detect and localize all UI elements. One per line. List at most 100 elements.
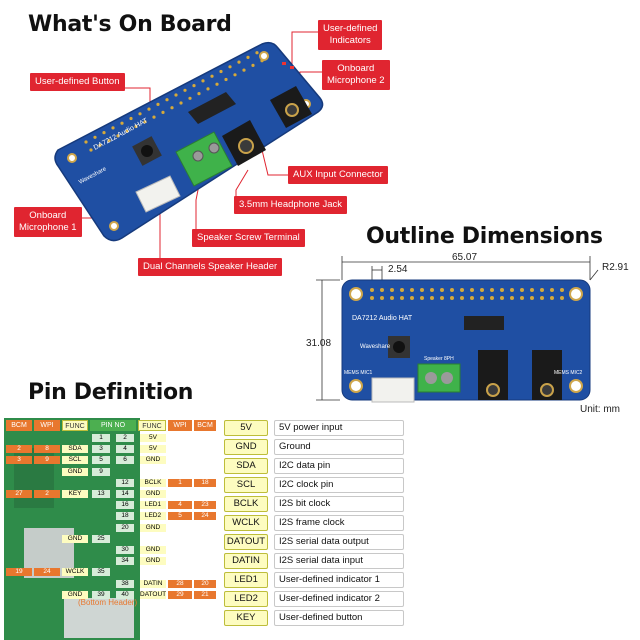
legend-desc: I2C clock pin bbox=[274, 477, 404, 493]
outline-drawing: DA7212 Audio HAT Waveshare Speaker 8PH M… bbox=[316, 256, 599, 403]
pin-cell-wpi: 8 bbox=[34, 445, 60, 454]
pin-cell-func_r: 5V bbox=[140, 434, 166, 442]
legend-code: DATIN bbox=[224, 553, 268, 569]
callout-screw-terminal: Speaker Screw Terminal bbox=[192, 229, 305, 247]
pin-cell-pin_l: 5 bbox=[92, 456, 110, 465]
pin-cell-bcm: 19 bbox=[6, 568, 32, 577]
pin-cell-bcm_r: 21 bbox=[194, 590, 216, 599]
pin-cell-pin_l: 1 bbox=[92, 434, 110, 442]
pin-cell-func_r: GND bbox=[140, 490, 166, 498]
pin-cell-pin_r: 14 bbox=[116, 490, 134, 498]
pin-cell-bcm_r: 18 bbox=[194, 478, 216, 487]
dim-hole-offset: 2.54 bbox=[388, 264, 408, 275]
callout-user-button: User-defined Button bbox=[30, 73, 125, 91]
board-illustration: DA7212 Audio HAT Waveshare bbox=[54, 31, 324, 267]
pin-cell-func: GND bbox=[62, 534, 88, 543]
legend-code: GND bbox=[224, 439, 268, 455]
outline-silk-speaker: Speaker 8PH bbox=[424, 356, 454, 362]
pin-cell-pin_l: 39 bbox=[92, 590, 110, 599]
dim-width: 65.07 bbox=[452, 252, 478, 263]
outline-silk-mic1: MEMS MIC1 bbox=[344, 370, 373, 376]
callout-headphone: 3.5mm Headphone Jack bbox=[234, 196, 347, 214]
pin-cell-func: SCL bbox=[62, 456, 88, 465]
pin-cell-func: SDA bbox=[62, 445, 88, 454]
pin-cell-wpi: 9 bbox=[34, 456, 60, 465]
callout-mic2: Onboard Microphone 2 bbox=[322, 60, 390, 90]
hdr-bcm-left: BCM bbox=[6, 420, 32, 431]
pin-title: Pin Definition bbox=[28, 380, 194, 405]
pin-cell-func_r: GND bbox=[140, 546, 166, 554]
pin-cell-pin_r: 20 bbox=[116, 523, 134, 532]
pin-cell-wpi_r: 28 bbox=[168, 579, 192, 588]
legend-code: WCLK bbox=[224, 515, 268, 531]
pin-cell-bcm_r: 23 bbox=[194, 501, 216, 510]
hdr-pin-no: PIN NO bbox=[90, 420, 136, 431]
outline-title: Outline Dimensions bbox=[366, 224, 603, 249]
legend-desc: I2C data pin bbox=[274, 458, 404, 474]
hdr-wpi-left: WPI bbox=[34, 420, 60, 431]
callout-aux: AUX Input Connector bbox=[288, 166, 388, 184]
pin-cell-func_r: LED2 bbox=[140, 512, 166, 521]
pin-cell-func_r: DATIN bbox=[140, 579, 166, 588]
pin-cell-pin_r: 12 bbox=[116, 478, 134, 487]
pin-cell-wpi_r: 1 bbox=[168, 478, 192, 487]
pin-cell-pin_l: 35 bbox=[92, 568, 110, 577]
pin-cell-wpi_r: 5 bbox=[168, 512, 192, 521]
pin-cell-pin_r: 16 bbox=[116, 501, 134, 510]
legend-code: BCLK bbox=[224, 496, 268, 512]
legend-desc: I2S bit clock bbox=[274, 496, 404, 512]
legend-desc: I2S serial data output bbox=[274, 534, 404, 550]
pin-cell-pin_l: 3 bbox=[92, 445, 110, 454]
dim-height: 31.08 bbox=[306, 338, 332, 349]
legend-desc: Ground bbox=[274, 439, 404, 455]
legend-code: SDA bbox=[224, 458, 268, 474]
pin-cell-func: GND bbox=[62, 590, 88, 599]
pin-cell-pin_r: 34 bbox=[116, 557, 134, 566]
pin-cell-wpi: 24 bbox=[34, 568, 60, 577]
pin-cell-func_r: GND bbox=[140, 557, 166, 566]
pin-cell-pin_r: 38 bbox=[116, 579, 134, 588]
pin-cell-pin_l: 9 bbox=[92, 467, 110, 476]
outline-silk-name: DA7212 Audio HAT bbox=[352, 315, 413, 322]
callout-indicators: User-defined Indicators bbox=[318, 20, 383, 50]
pin-cell-func: KEY bbox=[62, 490, 88, 498]
pcb-board bbox=[54, 41, 324, 242]
legend-desc: User-defined indicator 1 bbox=[274, 572, 404, 588]
pin-cell-wpi_r: 29 bbox=[168, 590, 192, 599]
hdr-bcm-right: BCM bbox=[194, 420, 216, 431]
pin-cell-pin_r: 6 bbox=[116, 456, 134, 465]
pin-cell-wpi_r: 4 bbox=[168, 501, 192, 510]
pin-cell-pin_l: 25 bbox=[92, 534, 110, 543]
legend-desc: I2S frame clock bbox=[274, 515, 404, 531]
legend-code: LED2 bbox=[224, 591, 268, 607]
hdr-func-left: FUNC bbox=[62, 420, 88, 431]
hdr-func-right: FUNC bbox=[138, 420, 166, 431]
dim-corner-radius: R2.91 bbox=[602, 262, 629, 273]
bottom-header-label: (Bottom Header) bbox=[78, 598, 138, 607]
pin-cell-bcm_r: 24 bbox=[194, 512, 216, 521]
pin-cell-func_r: DATOUT bbox=[140, 590, 167, 599]
callout-mic1: Onboard Microphone 1 bbox=[14, 207, 82, 237]
legend-code: 5V bbox=[224, 420, 268, 436]
pin-cell-func_r: GND bbox=[140, 456, 166, 465]
hdr-wpi-right: WPI bbox=[168, 420, 192, 431]
legend-desc: 5V power input bbox=[274, 420, 404, 436]
pin-cell-func: GND bbox=[62, 467, 88, 476]
outline-silk-mic2: MEMS MIC2 bbox=[554, 370, 583, 376]
legend-desc: I2S serial data input bbox=[274, 553, 404, 569]
pin-cell-bcm: 3 bbox=[6, 456, 32, 465]
pin-cell-pin_r: 2 bbox=[116, 434, 134, 442]
pin-cell-func: WCLK bbox=[62, 568, 88, 577]
callout-speaker-header: Dual Channels Speaker Header bbox=[138, 258, 283, 276]
pin-cell-pin_r: 4 bbox=[116, 445, 134, 454]
pin-cell-bcm: 27 bbox=[6, 490, 32, 498]
legend-code: KEY bbox=[224, 610, 268, 626]
pin-cell-pin_l: 13 bbox=[92, 490, 110, 498]
pin-cell-pin_r: 40 bbox=[116, 590, 134, 599]
pin-cell-pin_r: 30 bbox=[116, 546, 134, 554]
legend-code: LED1 bbox=[224, 572, 268, 588]
legend-desc: User-defined button bbox=[274, 610, 404, 626]
pin-cell-func_r: 5V bbox=[140, 445, 166, 454]
legend-code: SCL bbox=[224, 477, 268, 493]
outline-silk-brand: Waveshare bbox=[360, 344, 391, 350]
